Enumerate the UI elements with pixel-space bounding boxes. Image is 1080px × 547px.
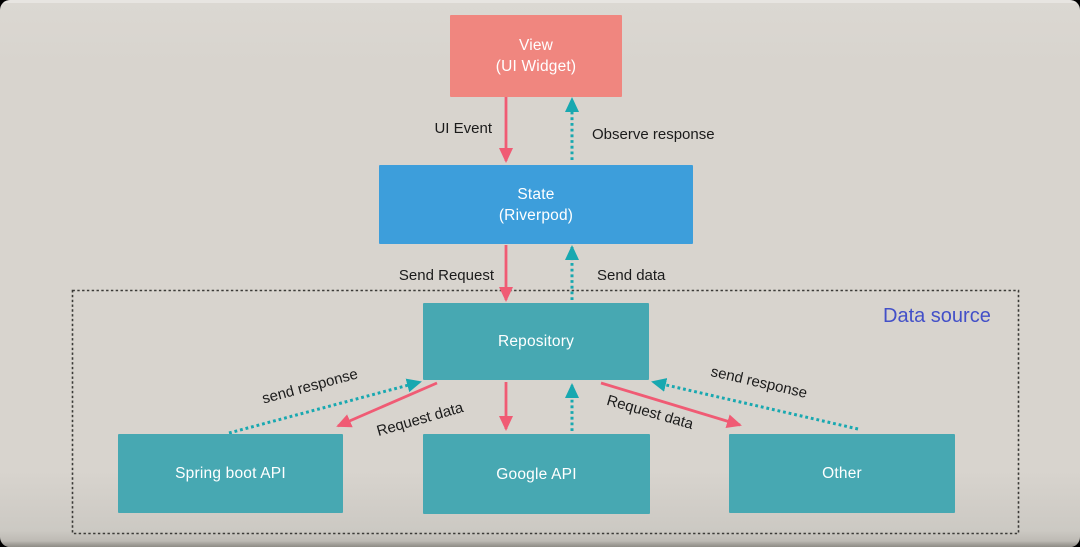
node-view-line1: View (518, 37, 554, 54)
data-source-label: Data source (883, 305, 991, 327)
node-other: Other (729, 434, 955, 513)
node-view-line2: (UI Widget) (495, 58, 577, 75)
data-source-container (71, 289, 1020, 535)
node-google-api: Google API (423, 434, 650, 514)
edge-label-observe-response: Observe response (592, 126, 715, 143)
node-other-label: Other (822, 465, 862, 482)
arrow-request-data-right (600, 381, 742, 428)
node-state-line2: (Riverpod) (498, 206, 574, 224)
edge-label-send-request: Send Request (398, 267, 494, 284)
node-repository-label: Repository (497, 333, 575, 350)
node-repository: Repository (423, 303, 649, 380)
node-google-api-label: Google API (496, 465, 577, 483)
arrow-send-response-right (651, 378, 859, 431)
node-spring-boot-api: Spring boot API (118, 434, 343, 513)
node-view: View (UI Widget) (450, 15, 622, 97)
node-spring-boot-api-label: Spring boot API (175, 465, 286, 482)
node-state-line1: State (517, 185, 555, 203)
node-state: State (Riverpod) (379, 165, 693, 244)
edge-label-send-data: Send data (597, 267, 666, 284)
screenshot-bottom-edge (0, 541, 1080, 547)
arrow-send-response-left (228, 378, 422, 435)
edge-label-ui-event: UI Event (434, 120, 492, 137)
